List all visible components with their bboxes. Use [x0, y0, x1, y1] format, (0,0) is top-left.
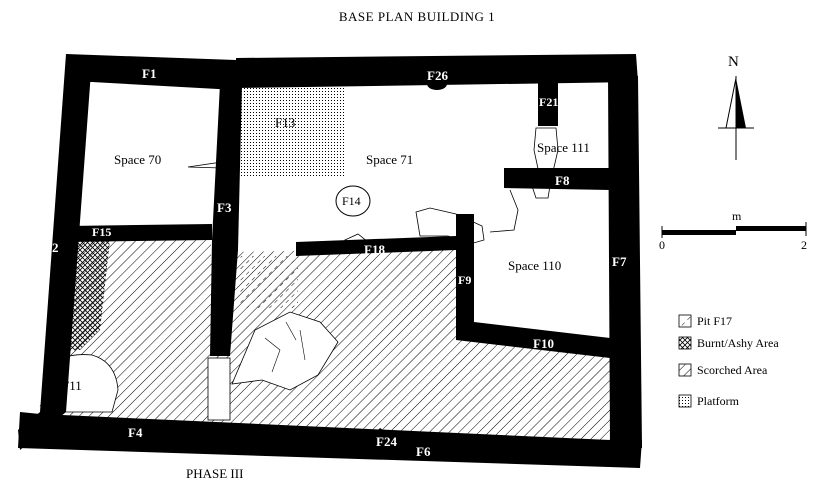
label-f15: F15 [92, 225, 111, 239]
wall-f21 [538, 78, 558, 126]
scale-unit: m [732, 209, 742, 223]
scale-bar: m 0 2 [659, 209, 807, 252]
legend: Pit F17 Burnt/Ashy Area Scorched Area Pl… [678, 314, 779, 408]
label-f10: F10 [533, 336, 554, 351]
wall-f18 [296, 236, 456, 256]
wall-f2 [18, 54, 92, 450]
legend-label-pit-f17: Pit F17 [697, 314, 732, 328]
wall-f26-bump [427, 78, 447, 90]
label-f9: F9 [458, 273, 471, 287]
label-f4: F4 [128, 425, 143, 440]
legend-label-burnt: Burnt/Ashy Area [697, 336, 779, 350]
wall-f4-f6 [18, 412, 642, 468]
label-f18: F18 [364, 242, 385, 257]
wall-f8 [504, 168, 610, 190]
rubble-outline [264, 321, 306, 373]
plan-title: BASE PLAN BUILDING 1 [339, 9, 495, 24]
label-space-110: Space 110 [508, 258, 561, 273]
legend-swatch-platform [678, 394, 692, 408]
legend-label-platform: Platform [697, 394, 740, 408]
label-f8: F8 [555, 173, 570, 188]
unexcavated-area [231, 311, 339, 391]
wall-f1 [66, 54, 236, 90]
label-space-111: Space 111 [537, 140, 590, 155]
wall-f3 [210, 84, 242, 356]
scale-end: 2 [801, 238, 807, 252]
label-f21: F21 [539, 95, 558, 109]
legend-label-scorched: Scorched Area [697, 363, 768, 377]
wall-f26 [236, 54, 638, 88]
walls [18, 54, 642, 468]
label-f2: F2 [44, 240, 58, 255]
wall-f24-bump [370, 428, 392, 444]
legend-swatch-burnt [678, 336, 692, 350]
wall-f7 [608, 74, 642, 448]
label-f6: F6 [416, 444, 431, 459]
wall-f10 [456, 320, 610, 358]
label-f24: F24 [376, 434, 397, 449]
platform-f13 [240, 82, 344, 176]
north-arrow: N [718, 54, 754, 160]
north-label: N [728, 54, 739, 70]
label-f7: F7 [612, 254, 627, 269]
legend-swatch-pit-f17 [678, 314, 692, 328]
wall-f15 [66, 224, 212, 242]
label-f13: F13 [275, 115, 295, 130]
wall-f9 [456, 214, 474, 324]
label-f3: F3 [217, 200, 232, 215]
scale-start: 0 [659, 238, 665, 252]
pit-f17-region [238, 256, 298, 308]
label-f1: F1 [142, 66, 156, 81]
pit-f14 [335, 185, 371, 217]
label-f11: F11 [62, 378, 82, 393]
robber-trench [207, 357, 231, 421]
label-f14: F14 [342, 194, 361, 208]
label-space-70: Space 70 [114, 152, 161, 167]
label-space-71: Space 71 [366, 152, 413, 167]
legend-swatch-scorched [678, 363, 692, 377]
label-f26: F26 [427, 68, 448, 83]
stone-outline [489, 189, 519, 233]
phase-label: PHASE III [186, 466, 243, 481]
